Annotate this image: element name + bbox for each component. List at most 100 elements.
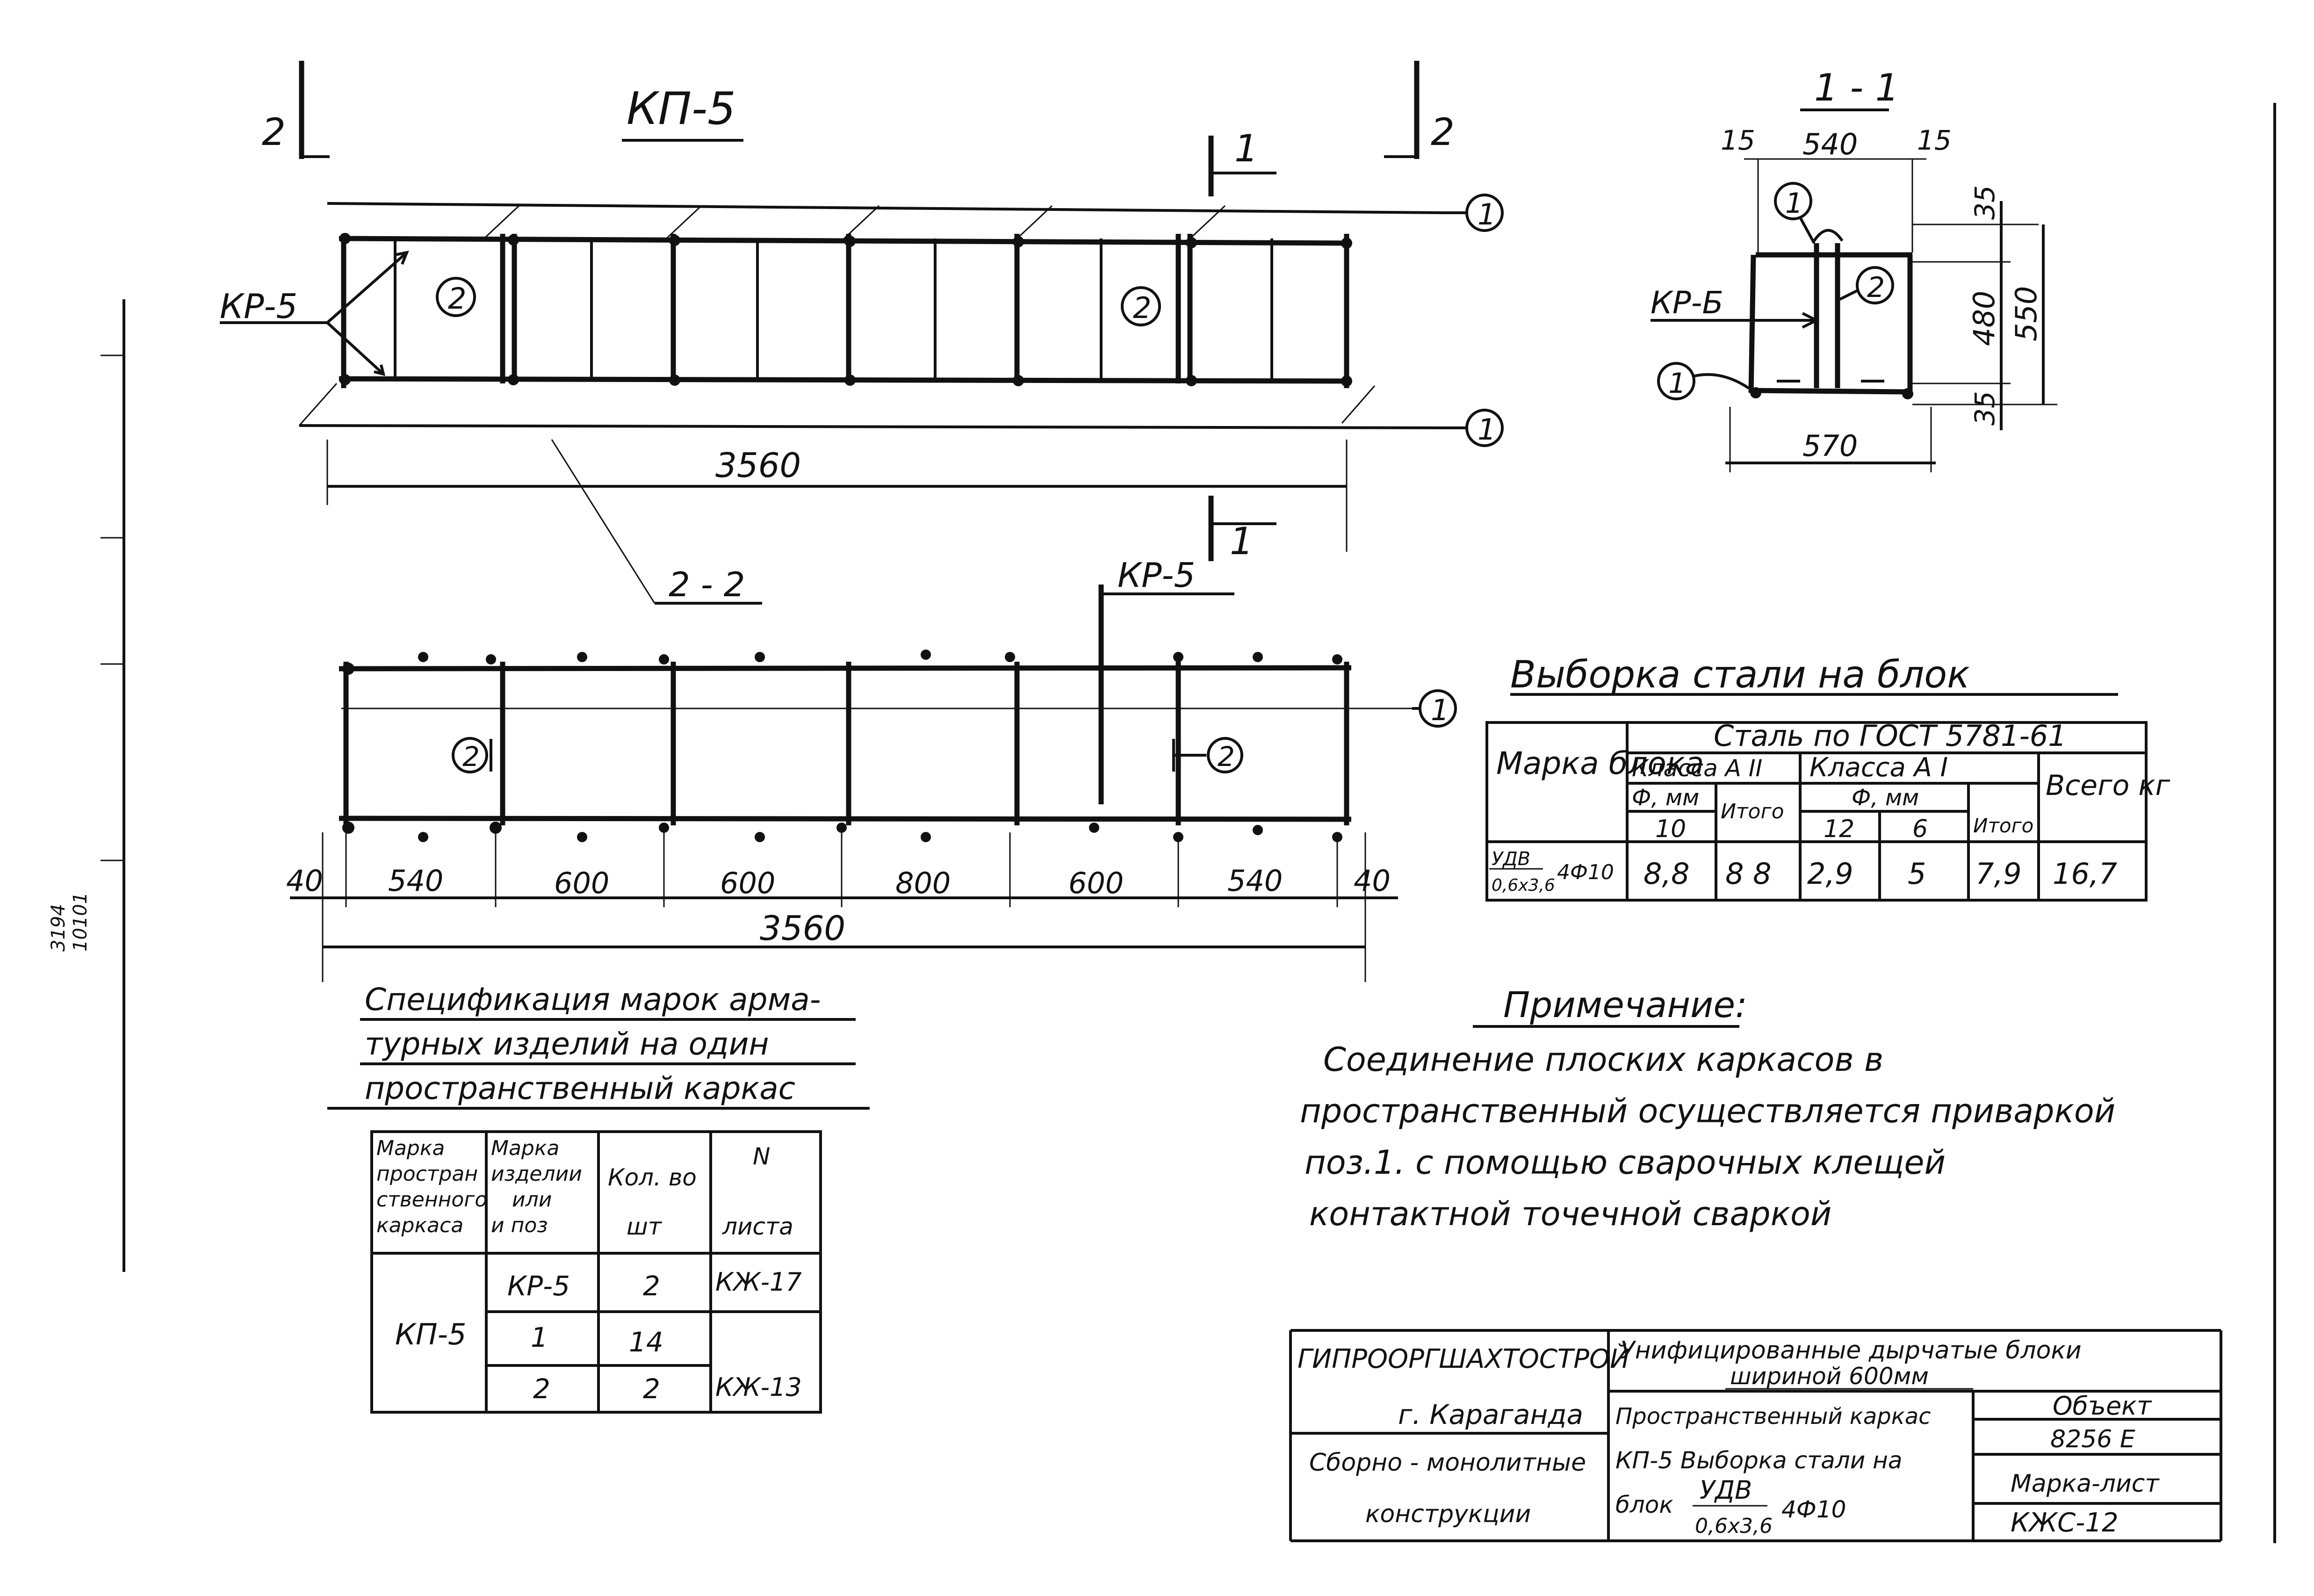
spec-qty: 14 <box>629 1326 663 1358</box>
spec-qty: 2 <box>643 1270 660 1302</box>
dim-value: 600 <box>1068 866 1124 900</box>
section-leader <box>551 439 656 604</box>
mark-value: КЖС-12 <box>2011 1508 2119 1538</box>
frame-label: КР-5 <box>220 287 297 326</box>
subject-line2: шириной 600мм <box>1730 1363 1929 1390</box>
pos-2-label: 2 <box>1218 741 1235 773</box>
sheet-mark-top: УДВ <box>1700 1475 1752 1505</box>
section-ref-label: 2 - 2 <box>669 565 745 604</box>
length-dimension: 3560 <box>715 446 801 485</box>
col-header-dia12: 12 <box>1824 815 1854 843</box>
pos-1-label: 1 <box>1431 693 1449 727</box>
pos-2-marker <box>1121 286 1161 326</box>
col-header-dia: Ф, мм <box>1852 785 1919 811</box>
pos-2-label: 2 <box>448 282 466 316</box>
col-header-total: Всего кг <box>2046 769 2170 802</box>
arrow-head <box>1802 312 1820 329</box>
leader <box>1799 217 1816 244</box>
col-header-dia: Ф, мм <box>1632 785 1699 811</box>
pos-1-marker <box>1657 362 1695 400</box>
col-header-class-a2: Класса А II <box>1632 755 1762 782</box>
frame-plan-view: КП-5 2 2 1 1 1 1 <box>220 61 1504 605</box>
frame-label: КР-5 <box>1117 556 1195 595</box>
cross-section-title: 1 - 1 <box>1814 66 1899 109</box>
col-header-mark: Марка блока <box>1496 745 1704 781</box>
spec-table: Спецификация марок арма- турных изделий … <box>327 982 870 1414</box>
dim-value: 800 <box>895 866 951 900</box>
col-header-dia6: 6 <box>1912 815 1928 843</box>
spec-frame-mark: КП-5 <box>395 1317 466 1351</box>
cross-dim: 570 <box>1802 429 1858 463</box>
pos-1-label: 1 <box>1478 197 1496 231</box>
note-block: Примечание: Соединение плоских каркасов … <box>1300 984 2115 1233</box>
spec-header-frame: Марка простран ственного каркаса <box>376 1136 494 1237</box>
col-header-itogo: Итого <box>1721 800 1784 823</box>
dim-value: 600 <box>554 866 609 900</box>
cell-value: 2,9 <box>1807 857 1853 891</box>
dept-line2: конструкции <box>1365 1500 1531 1528</box>
frame-verticals <box>394 234 1273 383</box>
pos-2-marker <box>436 277 476 317</box>
spec-title-line3: пространственный каркас <box>365 1070 795 1106</box>
col-header-itogo: Итого <box>1973 814 2033 837</box>
arrow-head <box>374 364 386 376</box>
pos-2-label: 2 <box>1867 271 1885 304</box>
pos-2-marker <box>1856 266 1894 304</box>
cross-dot <box>1902 388 1913 399</box>
tie-hatching <box>298 205 1376 426</box>
spec-item: 2 <box>533 1373 550 1405</box>
cross-dim: 35 <box>1969 185 2001 220</box>
object-label: Объект <box>2053 1391 2152 1421</box>
row-mark-top: УДВ <box>1492 848 1530 870</box>
cell-value: 5 <box>1908 857 1926 891</box>
cross-dim: 15 <box>1917 124 1952 156</box>
cross-dim: 480 <box>1967 291 2001 346</box>
title-block: ГИПРООРГШАХТОСТРОЙ г. Караганда Сборно -… <box>1289 1329 2222 1542</box>
sheet-line3: блок <box>1615 1491 1673 1518</box>
arrow-up <box>326 251 408 324</box>
pos-1-label: 1 <box>1785 187 1803 220</box>
pos-2-marker <box>1207 737 1243 773</box>
pos-2-label: 2 <box>462 741 480 773</box>
cell-value: 16,7 <box>2053 857 2117 891</box>
section-mark-right: 2 <box>1431 110 1455 154</box>
section-verticals <box>343 585 1349 825</box>
cross-hook <box>1813 229 1844 242</box>
note-line: поз.1. с помощью сварочных клещей <box>1305 1143 1946 1182</box>
section-dots <box>342 650 1342 842</box>
subject-line1: Унифицированные дырчатые блоки <box>1620 1336 2082 1365</box>
dim-value: 600 <box>720 866 775 900</box>
cell-value: 8 8 <box>1725 857 1772 891</box>
leader <box>1839 289 1860 301</box>
pos-1-label: 1 <box>1668 367 1686 400</box>
spec-title-line1: Спецификация марок арма- <box>365 982 821 1018</box>
sheet-line1: Пространственный каркас <box>1615 1403 1931 1430</box>
frame-label: КР-Б <box>1651 285 1723 321</box>
cross-dim: 550 <box>2009 286 2043 341</box>
note-title: Примечание: <box>1503 984 1747 1025</box>
note-line: пространственный осуществляется приварко… <box>1300 1092 2115 1130</box>
spec-sheet: КЖ-17 <box>715 1267 802 1297</box>
row-mark-bottom: 0,6х3,6 <box>1492 876 1555 895</box>
section-top-chord <box>339 665 1352 672</box>
pos-1-label: 1 <box>1478 412 1496 447</box>
section-mark-left: 2 <box>262 110 286 154</box>
pos-1-marker-top <box>1465 194 1504 232</box>
bar-top-pos1 <box>327 202 1445 214</box>
col-header-steel: Сталь по ГОСТ 5781-61 <box>1714 719 2067 753</box>
col-header-dia10: 10 <box>1655 815 1686 843</box>
cross-left-side <box>1748 254 1756 393</box>
note-line: контактной точечной сваркой <box>1309 1195 1831 1233</box>
dim-value: 540 <box>388 864 443 898</box>
section-bottom-chord <box>339 816 1352 822</box>
dim-value: 540 <box>1227 864 1283 898</box>
dim-value: 40 <box>286 864 323 898</box>
object-value: 8256 Е <box>2050 1425 2135 1453</box>
spec-header-sheet: N листа <box>722 1143 793 1240</box>
col-header-class-a1: Класса А I <box>1809 752 1948 783</box>
pos-2-marker <box>452 737 488 773</box>
pos-2-label: 2 <box>1133 291 1151 325</box>
spec-item: 1 <box>531 1322 548 1353</box>
